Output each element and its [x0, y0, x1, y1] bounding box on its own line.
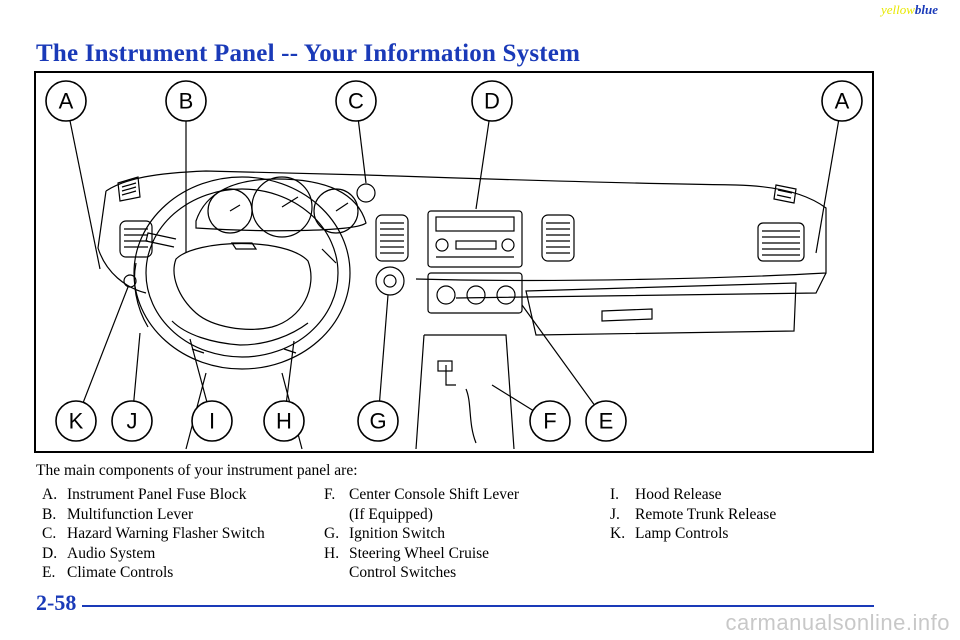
callout-h: H — [263, 400, 305, 442]
item-text: Center Console Shift Lever — [349, 486, 520, 503]
brand-yellow: yellow — [880, 2, 915, 17]
callout-label: F — [543, 409, 556, 434]
list-item: J. Remote Trunk Release — [610, 505, 776, 525]
component-list-col-1: A. Instrument Panel Fuse Block B. Multifun… — [42, 485, 265, 583]
list-item: K. Lamp Controls — [610, 524, 776, 544]
item-text-continued: Control Switches — [349, 564, 457, 582]
callouts-bottom: K J I H G F E — [55, 400, 627, 442]
list-item: B. Multifunction Lever — [42, 505, 265, 525]
item-letter: K. — [610, 525, 626, 543]
list-item: I. Hood Release — [610, 485, 776, 505]
item-text: Climate Controls — [67, 564, 174, 582]
callout-c: C — [335, 80, 377, 122]
callout-label: A — [59, 89, 74, 114]
list-item: A. Instrument Panel Fuse Block — [42, 485, 265, 505]
item-text: Steering Wheel Cruise — [349, 544, 490, 562]
callouts-top: A B C D A — [45, 80, 863, 122]
instrument-panel-diagram: A B C D A K J I H G F E — [34, 71, 874, 453]
item-text: Hood Release — [635, 486, 722, 503]
callout-b: B — [165, 80, 207, 122]
callout-e: E — [585, 400, 627, 442]
callout-label: A — [835, 89, 850, 114]
brand-blue: blue — [914, 2, 938, 17]
item-letter: E. — [42, 564, 56, 582]
callout-label: J — [127, 409, 138, 434]
component-list-col-2: F. Center Console Shift Lever (If Equippe… — [324, 485, 519, 583]
footer-divider — [82, 605, 874, 607]
item-text: Ignition Switch — [349, 525, 446, 543]
item-letter: J. — [610, 505, 620, 523]
callout-f: F — [529, 400, 571, 442]
list-item-continuation: (If Equipped) — [324, 505, 519, 525]
callout-label: E — [599, 409, 614, 434]
item-text: Multifunction Lever — [67, 505, 194, 523]
item-letter: C. — [42, 525, 57, 543]
list-item: H. Steering Wheel Cruise — [324, 544, 519, 564]
callout-a-right: A — [821, 80, 863, 122]
list-item: G. Ignition Switch — [324, 524, 519, 544]
list-item: F. Center Console Shift Lever — [324, 485, 519, 505]
item-letter: I. — [610, 486, 620, 503]
item-text: Audio System — [67, 544, 156, 562]
list-item: C. Hazard Warning Flasher Switch — [42, 524, 265, 544]
watermark: carmanualsonline.info — [725, 610, 950, 635]
callout-j: J — [111, 400, 153, 442]
item-text: Instrument Panel Fuse Block — [67, 486, 247, 503]
item-letter: D. — [42, 544, 58, 562]
callout-label: I — [209, 409, 215, 434]
item-letter: F. — [324, 486, 336, 503]
page-number: 2-58 — [36, 590, 77, 615]
item-text: Lamp Controls — [635, 525, 729, 543]
callout-a-left: A — [45, 80, 87, 122]
callout-g: G — [357, 400, 399, 442]
callout-label: H — [276, 409, 292, 434]
callout-i: I — [191, 400, 233, 442]
page-title: The Instrument Panel -- Your Information… — [36, 40, 581, 67]
item-text: Hazard Warning Flasher Switch — [67, 525, 265, 543]
component-list-col-3: I. Hood Release J. Remote Trunk Release K.… — [610, 485, 776, 544]
callout-label: G — [369, 409, 386, 434]
item-text: Remote Trunk Release — [635, 505, 777, 523]
item-text-continued: (If Equipped) — [349, 505, 433, 523]
item-letter: A. — [42, 486, 58, 503]
list-item: E. Climate Controls — [42, 563, 265, 583]
corner-brand: yellowblue — [881, 2, 938, 18]
callout-label: K — [69, 409, 84, 434]
dashboard-drawing: A B C D A K J I H G F E — [45, 80, 863, 450]
item-letter: G. — [324, 525, 340, 543]
item-letter: H. — [324, 544, 340, 562]
callout-label: B — [179, 89, 194, 114]
intro-text: The main components of your instrument p… — [36, 462, 358, 479]
item-letter: B. — [42, 505, 57, 523]
callout-d: D — [471, 80, 513, 122]
callout-k: K — [55, 400, 97, 442]
callout-label: C — [348, 89, 364, 114]
list-item-continuation: Control Switches — [324, 563, 519, 583]
callout-label: D — [484, 89, 500, 114]
list-item: D. Audio System — [42, 544, 265, 564]
